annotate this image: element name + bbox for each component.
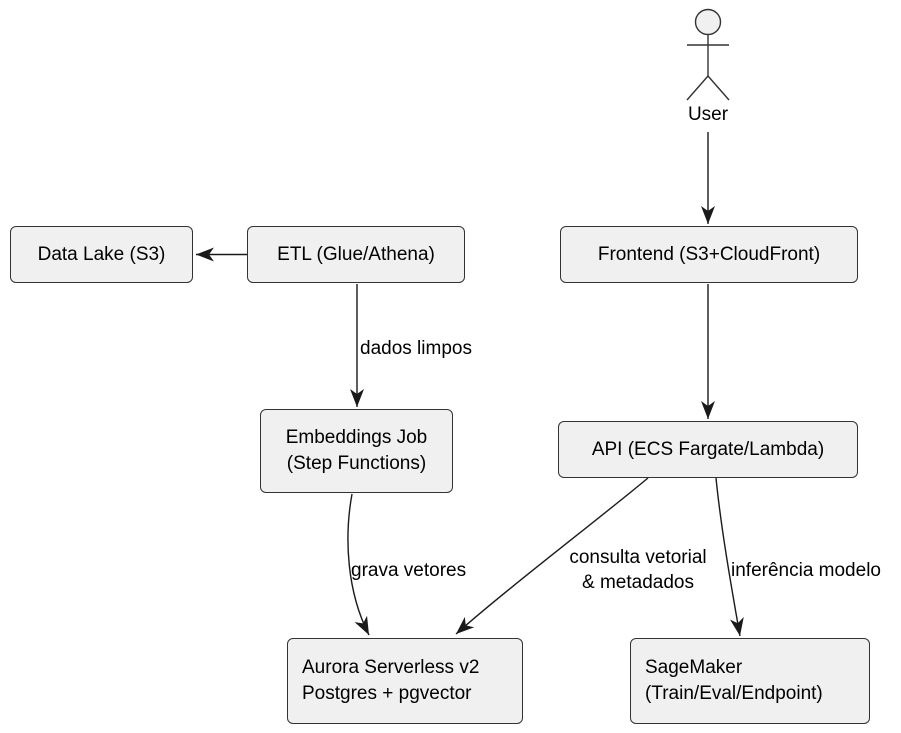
node-label: ETL (Glue/Athena)	[277, 243, 435, 265]
node-label: API (ECS Fargate/Lambda)	[591, 438, 825, 460]
node-data-lake: Data Lake (S3)	[10, 226, 193, 283]
node-label: Data Lake (S3)	[37, 243, 166, 265]
edge-label-dados-limpos: dados limpos	[360, 338, 472, 359]
node-etl: ETL (Glue/Athena)	[247, 226, 465, 283]
node-embeddings-job: Embeddings Job (Step Functions)	[260, 409, 453, 493]
actor-head	[694, 8, 722, 36]
node-label: (Train/Eval/Endpoint)	[645, 683, 823, 704]
node-label: (Step Functions)	[286, 453, 427, 474]
node-label: Frontend (S3+CloudFront)	[597, 243, 821, 265]
edge-embeddings-to-aurora	[347, 493, 370, 636]
node-aurora: Aurora Serverless v2 Postgres + pgvector	[287, 638, 523, 724]
node-label: Aurora Serverless v2	[302, 657, 480, 678]
node-label: Postgres + pgvector	[302, 683, 472, 704]
node-api: API (ECS Fargate/Lambda)	[558, 421, 858, 478]
edge-api-to-sagemaker	[715, 477, 744, 637]
actor-user-label: User	[687, 104, 729, 125]
edge-label-inferencia-modelo: inferência modelo	[731, 560, 881, 581]
node-sagemaker: SageMaker (Train/Eval/Endpoint)	[630, 638, 870, 724]
node-label: Embeddings Job	[285, 427, 428, 448]
node-frontend: Frontend (S3+CloudFront)	[560, 226, 858, 283]
edge-label-consulta-vetorial: consulta vetorial & metadados	[562, 545, 714, 595]
edge-api-to-aurora	[455, 477, 649, 635]
edge-label-grava-vetores: grava vetores	[351, 560, 467, 581]
edge-label-line: & metadados	[582, 572, 694, 593]
actor-right-leg	[707, 75, 730, 101]
actor-user-figure	[686, 8, 730, 101]
edge-label-line: consulta vetorial	[569, 547, 707, 568]
node-label: SageMaker	[645, 657, 743, 678]
actor-left-leg	[686, 75, 709, 101]
